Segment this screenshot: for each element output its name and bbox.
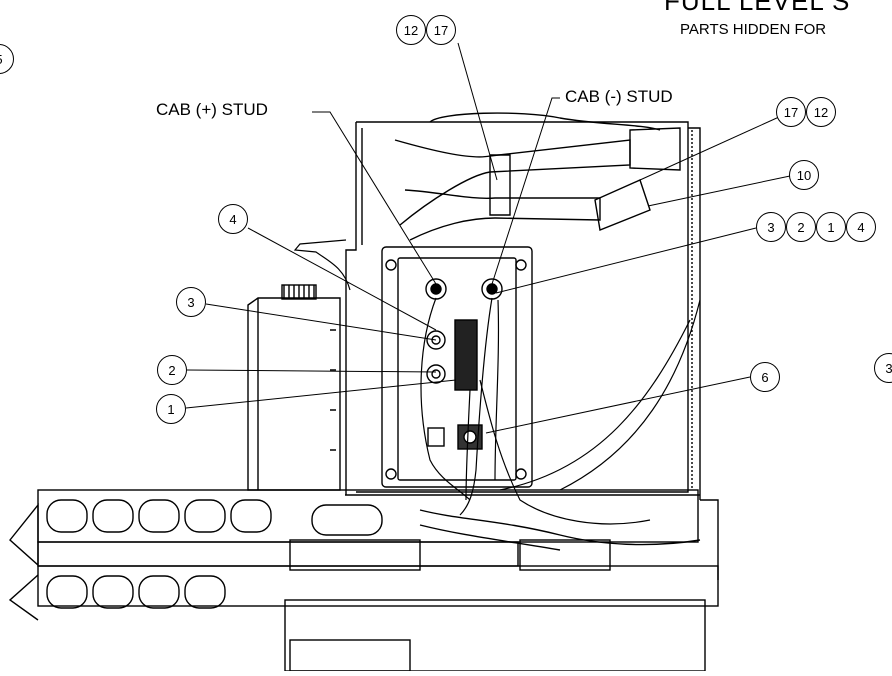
callout-12-top: 12	[396, 15, 426, 45]
cab-negative-stud-label: CAB (-) STUD	[565, 87, 673, 106]
callout-17-right: 17	[776, 97, 806, 127]
control-panel	[381, 246, 533, 488]
lower-frame	[8, 489, 719, 672]
page-subtitle: PARTS HIDDEN FOR	[680, 21, 827, 38]
fluid-tank	[247, 284, 341, 491]
callout-17-top: 17	[426, 15, 456, 45]
callout-3: 3	[176, 287, 206, 317]
cab-frame	[345, 121, 701, 500]
callout-4: 4	[218, 204, 248, 234]
cab-positive-stud-label: CAB (+) STUD	[156, 100, 268, 119]
callout-1-group: 1	[816, 212, 846, 242]
page-title: FULL LEVEL S	[664, 0, 851, 16]
callout-2-group: 2	[786, 212, 816, 242]
callout-2: 2	[157, 355, 187, 385]
callout-12-right: 12	[806, 97, 836, 127]
callout-10: 10	[789, 160, 819, 190]
callout-6: 6	[750, 362, 780, 392]
leader-lines	[185, 42, 791, 434]
horn-assembly	[394, 112, 681, 241]
callout-4-group: 4	[846, 212, 876, 242]
callout-3-group: 3	[756, 212, 786, 242]
callout-1: 1	[156, 394, 186, 424]
wire-harness	[293, 239, 701, 525]
